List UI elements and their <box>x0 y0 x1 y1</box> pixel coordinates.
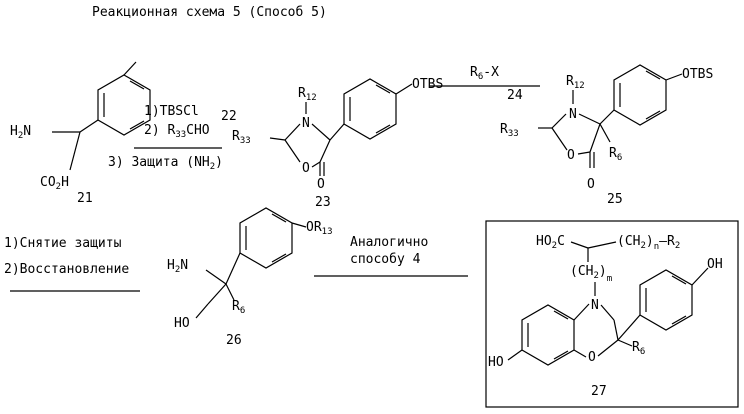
compound-26-r6: R6 <box>232 299 245 316</box>
compound-27-phenol-left: HO <box>488 355 504 370</box>
compound-26-hydroxyl: HO <box>174 316 190 331</box>
compound-26-number: 26 <box>226 333 242 348</box>
arrow-1-reagent-tbscl: 1)TBSCl <box>144 104 199 119</box>
compound-27-chain-n: (CH2)n–R2 <box>617 234 680 252</box>
arrow-3-deprotection: 1)Снятие защиты <box>4 236 122 251</box>
compound-21-benzene-ring <box>98 75 150 135</box>
compound-23-r33: R33 <box>232 129 251 146</box>
arrow-step-2: R6-X 24 <box>430 65 540 103</box>
compound-26-amine: H2N <box>167 258 188 275</box>
arrow-1-reagent-number: 22 <box>221 109 237 124</box>
arrow-step-4: Аналогично способу 4 <box>314 235 468 276</box>
arrow-4-line-1: Аналогично <box>350 235 428 250</box>
arrow-1-protection: 3) Защита (NH2) <box>108 155 223 172</box>
compound-23-ring-oxygen: O <box>302 161 310 176</box>
compound-25-r6: R6 <box>609 146 622 163</box>
compound-27-carboxyl: HO2C <box>536 234 565 251</box>
compound-25-keto-oxygen: O <box>587 177 595 192</box>
arrow-4-line-2: способу 4 <box>350 252 421 267</box>
compound-26: OR13 H2N R6 HO 26 <box>167 208 333 348</box>
arrow-1-reagent-aldehyde: 2) R33CHO <box>144 123 210 140</box>
compound-23-keto-oxygen: O <box>317 177 325 192</box>
compound-25-r12: R12 <box>566 74 585 91</box>
compound-26-benzene-ring <box>240 208 292 268</box>
compound-25-benzene-ring <box>614 65 666 125</box>
compound-23-r12: R12 <box>298 86 317 103</box>
compound-25-r33: R33 <box>500 122 519 139</box>
compound-25-nitrogen: N <box>569 107 577 122</box>
compound-27-fused-benzene-ring <box>522 305 574 365</box>
compound-27-aryl-ring <box>640 270 692 330</box>
compound-21-amine: H2N <box>10 124 31 141</box>
compound-21-carboxyl: CO2H <box>40 175 69 192</box>
compound-21: H2N CO2H 21 <box>10 62 150 206</box>
compound-27-nitrogen: N <box>591 298 599 313</box>
compound-23: R12 N O O R33 OTBS 23 <box>232 77 443 210</box>
arrow-2-reagent: R6-X <box>470 65 499 82</box>
compound-21-number: 21 <box>77 191 93 206</box>
compound-27-r6: R6 <box>632 340 645 357</box>
compound-23-otbs: OTBS <box>412 77 443 92</box>
compound-27-chain-m: (CH2)m <box>570 264 612 284</box>
compound-27-number: 27 <box>591 384 607 399</box>
compound-25-ring-oxygen: O <box>567 148 575 163</box>
compound-23-nitrogen: N <box>302 116 310 131</box>
compound-26-or13: OR13 <box>306 220 333 237</box>
compound-27: HO2C (CH2)n–R2 (CH2)m N O HO R6 OH 27 <box>486 221 738 407</box>
compound-27-phenol-top: OH <box>707 257 723 272</box>
arrow-step-1: 1)TBSCl 2) R33CHO 22 3) Защита (NH2) <box>108 104 237 172</box>
compound-27-frame <box>486 221 738 407</box>
compound-23-benzene-ring <box>344 79 396 139</box>
compound-25-number: 25 <box>607 192 623 207</box>
compound-27-ring-oxygen: O <box>588 350 596 365</box>
compound-23-number: 23 <box>315 195 331 210</box>
scheme-title: Реакционная схема 5 (Способ 5) <box>92 5 327 20</box>
arrow-2-reagent-number: 24 <box>507 88 523 103</box>
arrow-step-3: 1)Снятие защиты 2)Восстановление <box>4 236 140 291</box>
arrow-3-reduction: 2)Восстановление <box>4 262 129 277</box>
compound-25-otbs: OTBS <box>682 67 713 82</box>
